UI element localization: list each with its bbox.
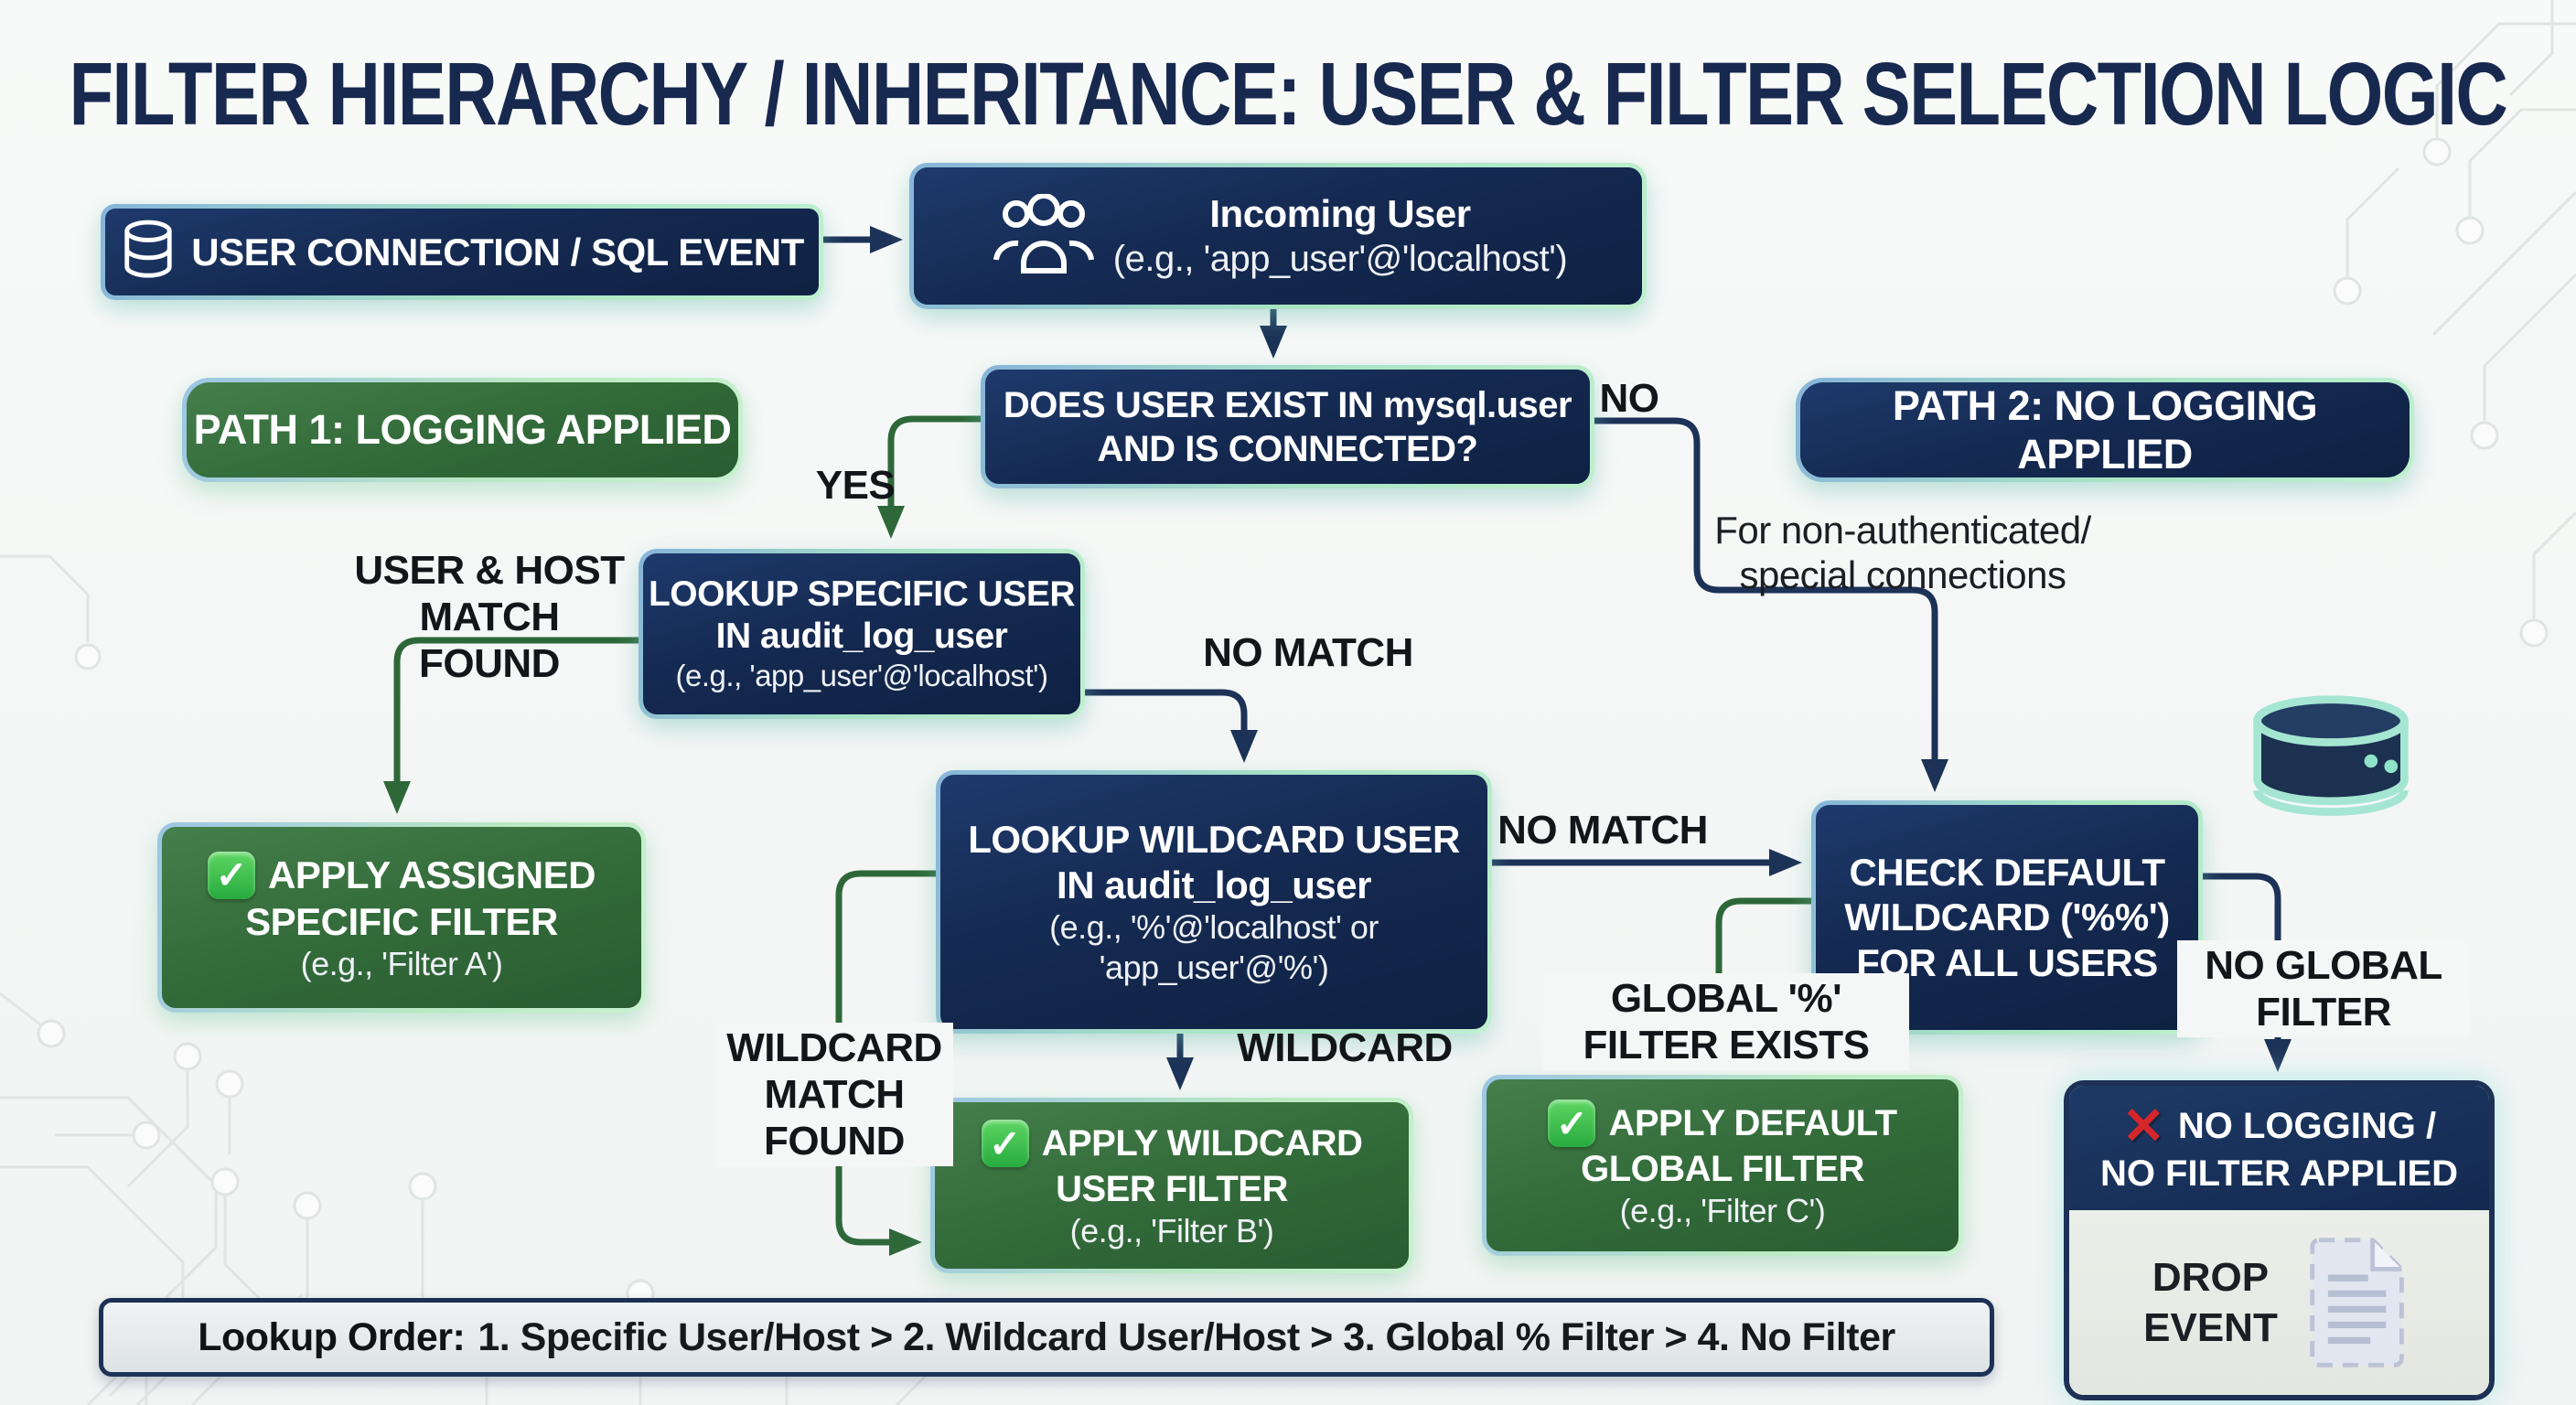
edge-label-no-match-wildcard: NO MATCH xyxy=(1497,808,1708,853)
lookup-wildcard-line2: IN audit_log_user xyxy=(1057,863,1371,906)
badge-path2: PATH 2: NO LOGGING APPLIED xyxy=(1796,378,2414,482)
node-apply-wildcard-filter: ✓ APPLY WILDCARD USER FILTER (e.g., 'Fil… xyxy=(930,1098,1413,1273)
apply-specific-example: (e.g., 'Filter A') xyxy=(300,945,503,983)
node-decision-user-exists: DOES USER EXIST IN mysql.user AND IS CON… xyxy=(981,365,1594,488)
check-default-line2: WILDCARD ('%%') xyxy=(1844,896,2170,939)
edge-label-yes: YES xyxy=(815,463,896,508)
drop-event-panel: DROP EVENT xyxy=(2069,1210,2489,1395)
lookup-order-bar: Lookup Order: 1. Specific User/Host > 2.… xyxy=(99,1298,1994,1377)
lookup-specific-example: (e.g., 'app_user'@'localhost') xyxy=(675,659,1048,693)
edge-label-no-match-specific: NO MATCH xyxy=(1203,630,1413,675)
lookup-specific-line1: LOOKUP SPECIFIC USER xyxy=(648,574,1076,615)
decision-line2: AND IS CONNECTED? xyxy=(1097,428,1478,469)
apply-default-line1: APPLY DEFAULT xyxy=(1608,1103,1897,1144)
lookup-order-text: 1. Specific User/Host > 2. Wildcard User… xyxy=(478,1314,1895,1359)
edge-label-no-global-filter: NO GLOBAL FILTER xyxy=(2177,940,2470,1038)
no-logging-line2: NO FILTER APPLIED xyxy=(2099,1153,2459,1194)
apply-specific-line2: SPECIFIC FILTER xyxy=(245,899,558,943)
decision-line1: DOES USER EXIST IN mysql.user xyxy=(1003,384,1572,425)
apply-default-example: (e.g., 'Filter C') xyxy=(1619,1192,1826,1230)
apply-specific-line1: APPLY ASSIGNED xyxy=(268,853,596,896)
badge-label: PATH 2: NO LOGGING APPLIED xyxy=(1892,381,2318,477)
node-lookup-wildcard: LOOKUP WILDCARD USER IN audit_log_user (… xyxy=(936,770,1492,1034)
drop-event-line2: EVENT xyxy=(2143,1305,2278,1350)
edge-label-wildcard-match-found: WILDCARD MATCH FOUND xyxy=(715,1023,953,1167)
no-logging-header: ✕ NO LOGGING / NO FILTER APPLIED xyxy=(2069,1086,2489,1210)
edge-label-user-host-match: USER & HOST MATCH FOUND xyxy=(354,548,625,687)
edge-label-wildcard: WILDCARD xyxy=(1237,1025,1453,1070)
edge-label-non-authenticated: For non-authenticated/ special connectio… xyxy=(1714,509,2091,596)
lookup-wildcard-example1: (e.g., '%'@'localhost' or xyxy=(1049,908,1379,947)
node-no-logging: ✕ NO LOGGING / NO FILTER APPLIED DROP EV… xyxy=(2064,1080,2495,1400)
node-user-connection: USER CONNECTION / SQL EVENT xyxy=(101,204,823,300)
node-label: USER CONNECTION / SQL EVENT xyxy=(191,230,804,273)
apply-wildcard-line1: APPLY WILDCARD xyxy=(1041,1123,1363,1164)
node-apply-specific-filter: ✓ APPLY ASSIGNED SPECIFIC FILTER (e.g., … xyxy=(157,822,646,1013)
no-logging-line1: NO LOGGING / xyxy=(2177,1106,2437,1146)
node-apply-default-filter: ✓ APPLY DEFAULT GLOBAL FILTER (e.g., 'Fi… xyxy=(1482,1075,1963,1256)
edge-label-global-filter-exists: GLOBAL '%' FILTER EXISTS xyxy=(1543,973,1909,1071)
apply-default-line2: GLOBAL FILTER xyxy=(1581,1149,1864,1190)
badge-label: PATH 1: LOGGING APPLIED xyxy=(193,406,732,454)
edge-label-no: NO xyxy=(1599,376,1660,421)
node-lookup-specific: LOOKUP SPECIFIC USER IN audit_log_user (… xyxy=(639,549,1085,719)
badge-path1: PATH 1: LOGGING APPLIED xyxy=(182,378,743,482)
page-title-text: FILTER HIERARCHY / INHERITANCE: USER & F… xyxy=(69,44,2508,144)
database-server-icon xyxy=(2244,686,2418,836)
check-icon: ✓ xyxy=(981,1120,1029,1168)
lookup-wildcard-example2: 'app_user'@'%') xyxy=(1099,948,1329,986)
database-icon xyxy=(120,220,177,285)
document-icon xyxy=(2303,1233,2415,1372)
users-icon xyxy=(989,193,1099,278)
lookup-order-prefix: Lookup Order: xyxy=(198,1314,466,1359)
drop-event-line1: DROP xyxy=(2152,1255,2270,1300)
node-title: Incoming User xyxy=(1209,192,1471,236)
apply-wildcard-line2: USER FILTER xyxy=(1056,1169,1288,1210)
check-icon: ✓ xyxy=(1548,1099,1596,1148)
page-title: FILTER HIERARCHY / INHERITANCE: USER & F… xyxy=(0,35,2576,154)
cross-icon: ✕ xyxy=(2121,1097,2165,1154)
check-icon: ✓ xyxy=(208,851,256,899)
check-default-line1: CHECK DEFAULT xyxy=(1849,850,2165,894)
apply-wildcard-example: (e.g., 'Filter B') xyxy=(1069,1212,1274,1250)
node-incoming-user: Incoming User (e.g., 'app_user'@'localho… xyxy=(909,163,1647,309)
lookup-wildcard-line1: LOOKUP WILDCARD USER xyxy=(968,818,1460,862)
lookup-specific-line2: IN audit_log_user xyxy=(715,617,1008,657)
node-example: (e.g., 'app_user'@'localhost') xyxy=(1112,238,1568,279)
